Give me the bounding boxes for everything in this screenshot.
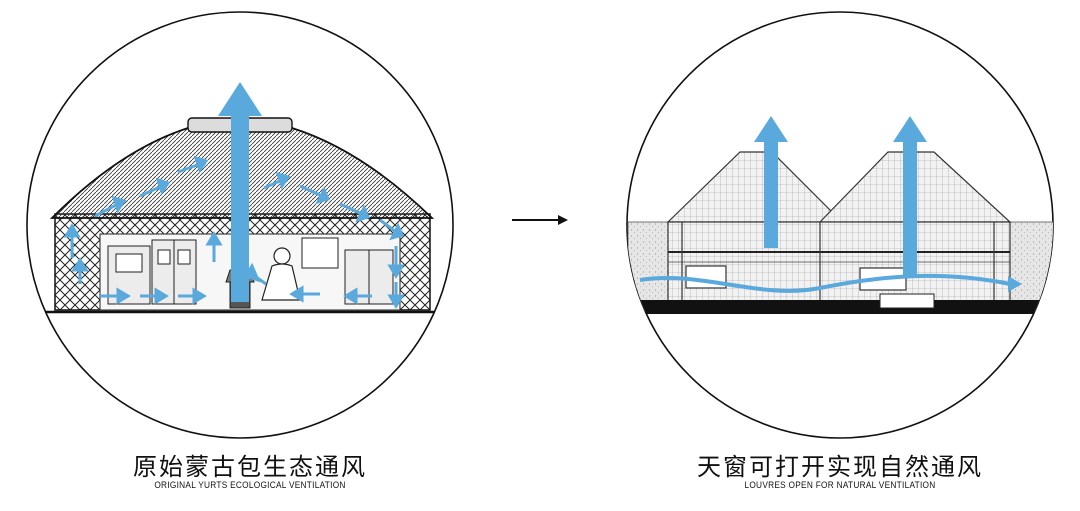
right-caption-english: LOUVRES OPEN FOR NATURAL VENTILATION (744, 480, 936, 490)
transition-arrow (512, 215, 568, 225)
cross-ventilation-flow (639, 273, 1022, 293)
building-foundation (628, 300, 1053, 314)
right-panel (626, 11, 1054, 439)
yurt-main-updraft-arrow (218, 82, 262, 302)
right-caption-chinese: 天窗可打开实现自然通风 (697, 453, 983, 481)
louvre-updraft-arrow-left (754, 116, 788, 248)
yurt-circulation-arrows (63, 155, 405, 309)
louvre-updraft-arrow-right (893, 116, 927, 276)
yurt-seated-figure (261, 247, 301, 301)
left-caption-english: ORIGINAL YURTS ECOLOGICAL VENTILATION (154, 480, 346, 490)
building-right-wall (1009, 221, 1053, 313)
building-basement-pit (879, 293, 935, 309)
right-caption: 天窗可打开实现自然通风 LOUVRES OPEN FOR NATURAL VEN… (640, 454, 1040, 490)
left-caption: 原始蒙古包生态通风 ORIGINAL YURTS ECOLOGICAL VENT… (80, 454, 420, 490)
building-left-wall (627, 221, 669, 313)
left-caption-chinese: 原始蒙古包生态通风 (133, 453, 367, 481)
left-panel (26, 11, 454, 439)
